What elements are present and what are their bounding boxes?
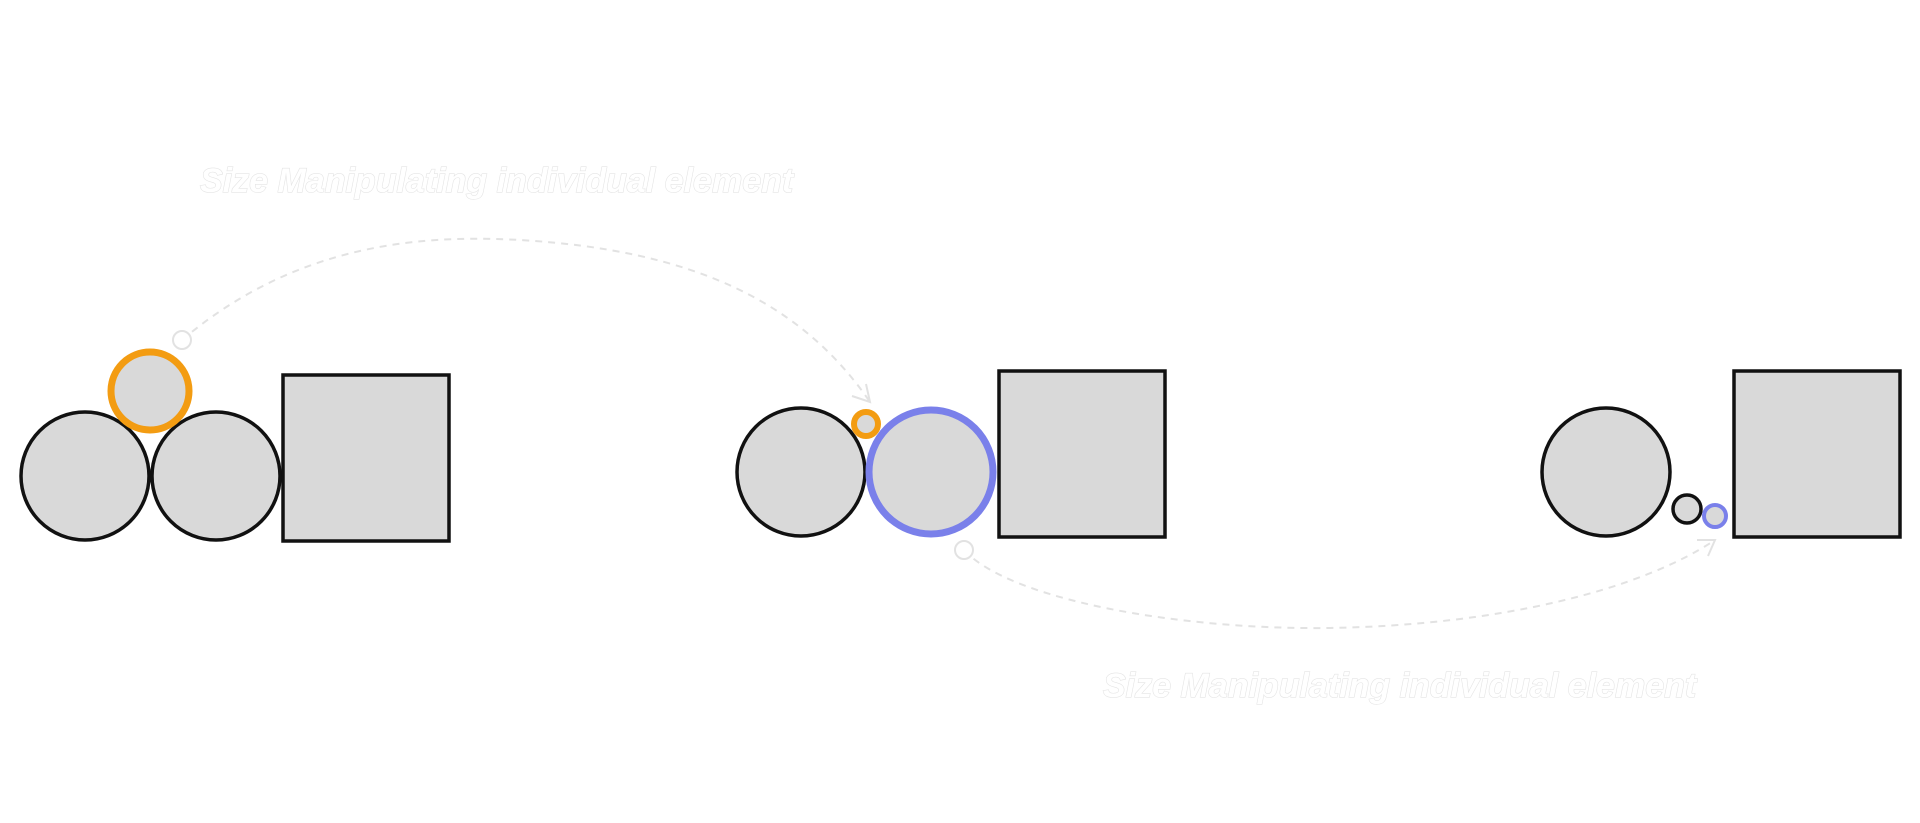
group2-circle-highlighted bbox=[865, 406, 997, 538]
bottom-connector-arrow bbox=[963, 539, 1716, 630]
group2-circle-small-highlighted bbox=[851, 409, 881, 439]
top-caption: Size Manipulating individual element bbox=[200, 162, 795, 200]
top-connector-arrowhead bbox=[851, 383, 872, 404]
group1-circle-top-highlighted bbox=[107, 348, 193, 434]
top-connector-arrow bbox=[181, 237, 871, 403]
group2-circle-left bbox=[735, 406, 867, 538]
group1-square bbox=[281, 373, 451, 543]
bottom-connector-arrowhead bbox=[1697, 539, 1717, 557]
group1-circle-right bbox=[150, 410, 282, 542]
bottom-connector-start-handle bbox=[954, 540, 974, 560]
group3-square bbox=[1732, 369, 1902, 539]
group1-circle-left bbox=[19, 410, 151, 542]
top-connector-start-handle bbox=[172, 330, 192, 350]
bottom-caption: Size Manipulating individual element bbox=[1103, 667, 1698, 705]
group2-square bbox=[997, 369, 1167, 539]
group-scaled bbox=[735, 369, 1167, 539]
group3-circle-small-highlighted bbox=[1702, 503, 1728, 529]
group3-circle-left bbox=[1540, 406, 1672, 538]
group3-circle-small bbox=[1671, 493, 1703, 525]
group-original bbox=[19, 348, 451, 543]
group-shrunk bbox=[1540, 369, 1902, 539]
